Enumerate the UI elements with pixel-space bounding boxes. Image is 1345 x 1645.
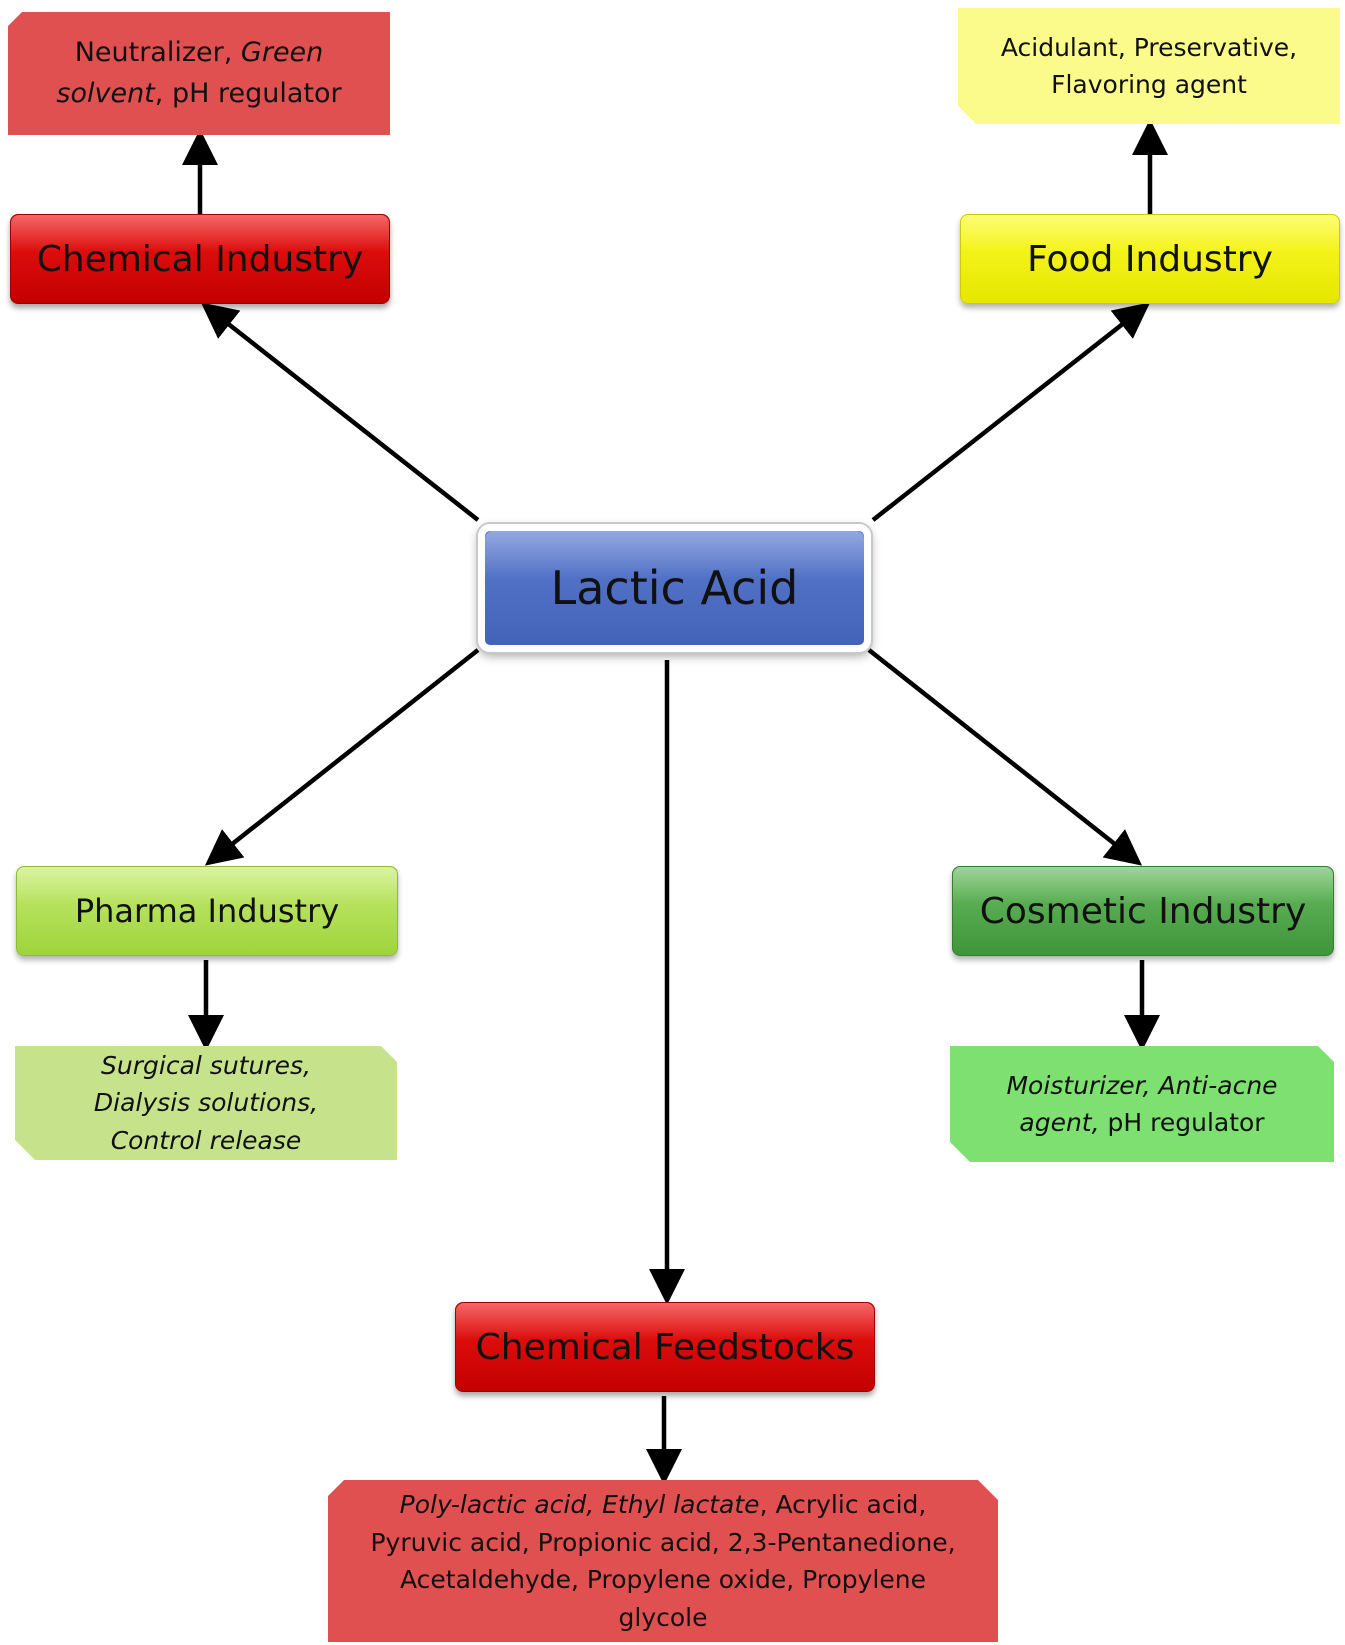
chemical-industry-label: Chemical Industry [36, 238, 364, 280]
lactic-acid-node: Lactic Acid [478, 524, 871, 652]
chemical-industry-node: Chemical Industry [10, 214, 390, 304]
use-text-segment: Moisturizer, Anti-acne agent, [1006, 1070, 1278, 1137]
cosmetic-industry-uses: Moisturizer, Anti-acne agent, pH regulat… [950, 1046, 1334, 1162]
use-text-segment: , Acrylic acid, Pyruvic acid, Propionic … [370, 1490, 956, 1632]
use-text-segment: Acidulant, Preservative, Flavoring agent [1000, 32, 1298, 99]
use-text-segment: pH regulator [1099, 1108, 1265, 1137]
pharma-industry-node: Pharma Industry [16, 866, 398, 956]
use-text-segment: Poly-lactic acid, Ethyl lactate [399, 1490, 760, 1519]
cosmetic-industry-label: Cosmetic Industry [979, 890, 1307, 932]
arrow-to-chemical-industry [200, 302, 480, 522]
pharma-industry-label: Pharma Industry [74, 892, 340, 930]
chemical-feedstocks-uses: Poly-lactic acid, Ethyl lactate, Acrylic… [328, 1480, 998, 1642]
pharma-industry-uses: Surgical sutures, Dialysis solutions, Co… [15, 1046, 397, 1160]
chemical-industry-uses: Neutralizer, Green solvent, pH regulator [8, 12, 390, 135]
arrow-to-food-industry [871, 302, 1151, 522]
chemical-feedstocks-node: Chemical Feedstocks [455, 1302, 875, 1392]
food-industry-node: Food Industry [960, 214, 1340, 304]
chemical-feedstocks-label: Chemical Feedstocks [475, 1326, 855, 1368]
arrow-to-pharma-industry [204, 648, 480, 866]
food-industry-uses: Acidulant, Preservative, Flavoring agent [958, 8, 1340, 124]
lactic-acid-label: Lactic Acid [550, 561, 799, 615]
arrow-to-cosmetic-industry [867, 648, 1143, 866]
use-text-segment: Green solvent [56, 37, 324, 109]
use-text-segment: Surgical sutures, Dialysis solutions, Co… [93, 1050, 319, 1155]
use-text-segment: Neutralizer, [74, 37, 241, 68]
use-text-segment: , pH regulator [154, 77, 342, 109]
cosmetic-industry-node: Cosmetic Industry [952, 866, 1334, 956]
food-industry-label: Food Industry [1027, 238, 1273, 280]
